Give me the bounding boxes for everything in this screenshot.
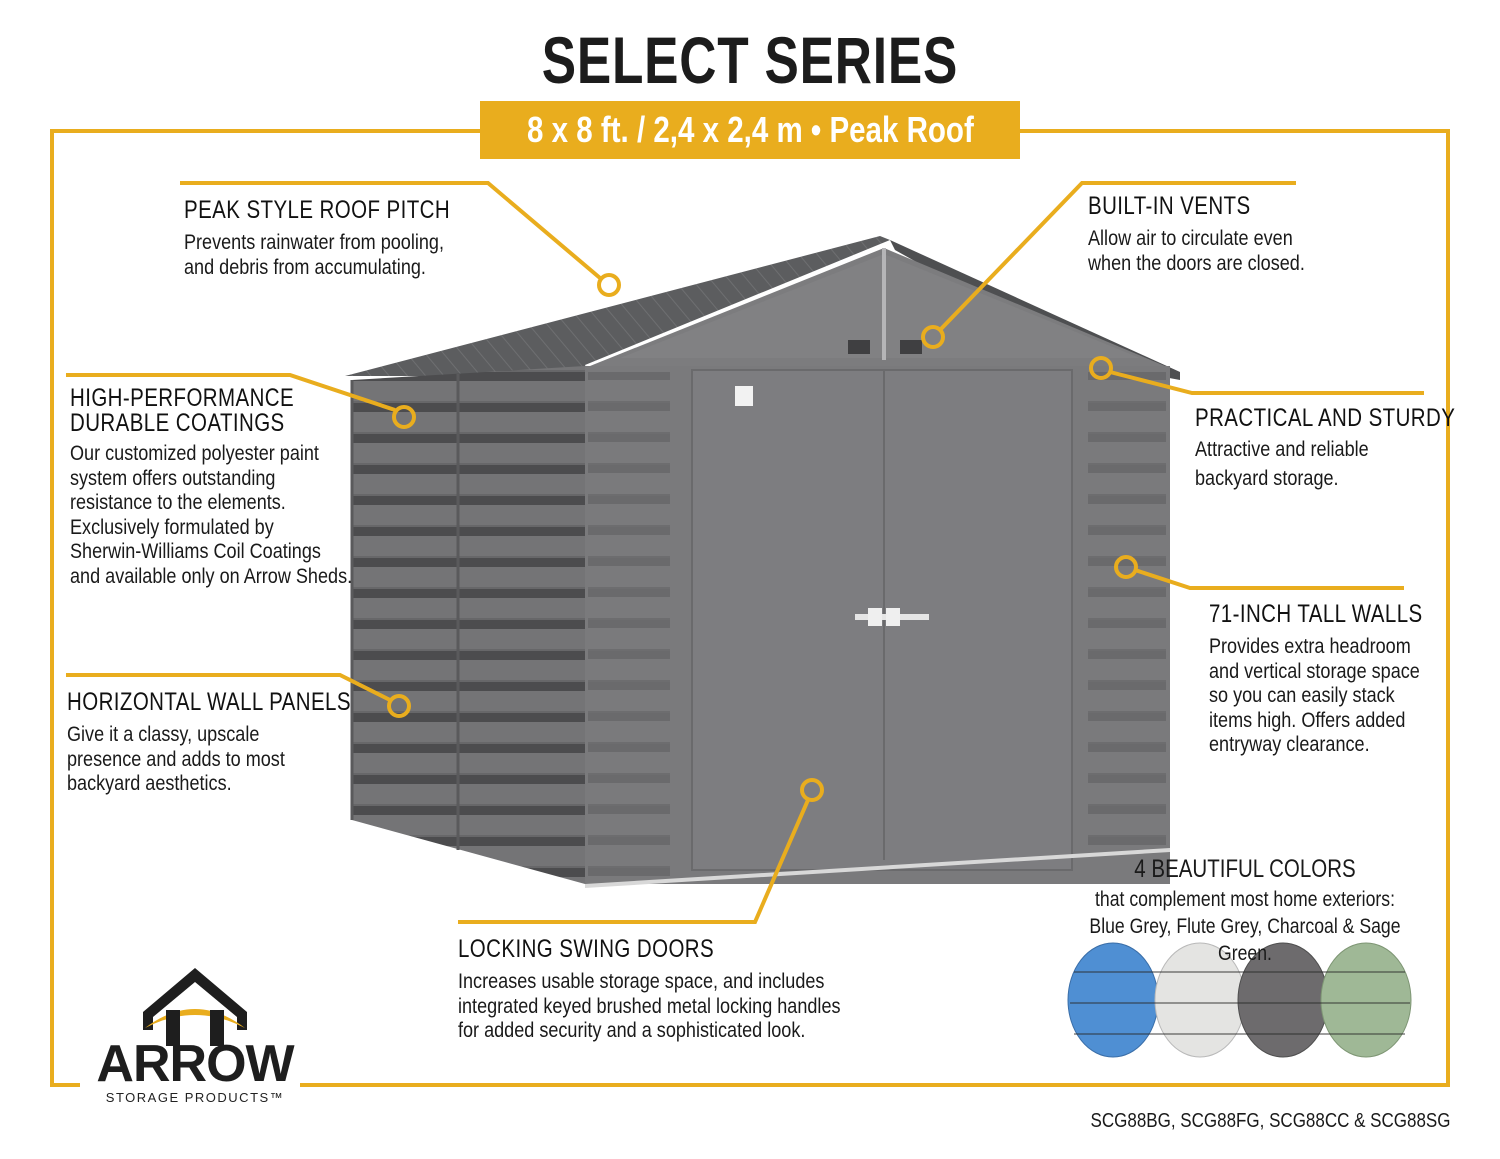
frame-top-left bbox=[50, 129, 480, 133]
roof bbox=[345, 236, 890, 376]
feature-text: Our customized polyester paint system of… bbox=[70, 442, 353, 588]
feature-text: Provides extra headroom and vertical sto… bbox=[1209, 635, 1420, 756]
frame-top-right bbox=[1020, 129, 1450, 133]
callout-line-coatings bbox=[66, 373, 396, 412]
feature-title: PEAK STYLE ROOF PITCH bbox=[184, 196, 451, 224]
arrow-logo-mark bbox=[143, 968, 247, 1046]
banner-text: 8 x 8 ft. / 2,4 x 2,4 m • Peak Roof bbox=[526, 109, 974, 150]
frame-left bbox=[50, 129, 54, 1085]
feature-walls: 71-INCH TALL WALLS Provides extra headro… bbox=[1209, 600, 1500, 758]
callout-dot-doors bbox=[800, 778, 824, 802]
callout-dot-coatings bbox=[392, 405, 416, 429]
feature-title: HORIZONTAL WALL PANELS bbox=[67, 688, 351, 716]
feature-title: PRACTICAL AND STURDY bbox=[1195, 404, 1456, 432]
feature-text: Attractive and reliable backyard storage… bbox=[1195, 438, 1369, 490]
model-codes: SCG88BG, SCG88FG, SCG88CC & SCG88SG bbox=[1090, 1110, 1450, 1132]
vent-right bbox=[900, 340, 922, 354]
feature-text: Prevents rainwater from pooling, and deb… bbox=[184, 231, 444, 279]
callout-dot-walls bbox=[1114, 555, 1138, 579]
color-options-subtitle: that complement most home exteriors: Blu… bbox=[1089, 888, 1401, 965]
feature-text: Increases usable storage space, and incl… bbox=[458, 970, 841, 1042]
color-swatches bbox=[1067, 942, 1412, 1058]
frame-bottom-left bbox=[50, 1083, 80, 1087]
arrow-logo: ARROW STORAGE PRODUCTS™ bbox=[80, 966, 310, 1116]
frame-right bbox=[1446, 129, 1450, 1085]
vent-left bbox=[848, 340, 870, 354]
color-options-title: 4 BEAUTIFUL COLORS bbox=[1134, 855, 1356, 883]
feature-panels: HORIZONTAL WALL PANELS Give it a classy,… bbox=[67, 688, 487, 797]
side-wall bbox=[352, 366, 585, 884]
callout-line-panels bbox=[66, 673, 391, 702]
callout-line-sturdy bbox=[1109, 370, 1424, 395]
feature-text: Allow air to circulate even when the doo… bbox=[1088, 227, 1305, 275]
feature-doors: LOCKING SWING DOORS Increases usable sto… bbox=[458, 935, 978, 1044]
title-text: SELECT SERIES bbox=[541, 23, 959, 97]
page-title: SELECT SERIES bbox=[0, 22, 1500, 98]
feature-title: LOCKING SWING DOORS bbox=[458, 935, 715, 963]
size-banner: 8 x 8 ft. / 2,4 x 2,4 m • Peak Roof bbox=[480, 101, 1020, 159]
arrow-badge bbox=[735, 386, 753, 406]
callout-line-doors bbox=[458, 799, 810, 924]
callout-dot-roof bbox=[597, 273, 621, 297]
color-options: 4 BEAUTIFUL COLORS that complement most … bbox=[1040, 855, 1450, 967]
logo-brand: ARROW bbox=[96, 1035, 294, 1093]
callout-dot-panels bbox=[387, 694, 411, 718]
callout-line-vents bbox=[938, 181, 1296, 332]
frame-bottom-right bbox=[300, 1083, 1450, 1087]
feature-text: Give it a classy, upscale presence and a… bbox=[67, 723, 285, 795]
callout-dot-sturdy bbox=[1089, 356, 1113, 380]
feature-title: 71-INCH TALL WALLS bbox=[1209, 600, 1423, 628]
feature-title: BUILT-IN VENTS bbox=[1088, 192, 1251, 220]
feature-sturdy: PRACTICAL AND STURDY Attractive and reli… bbox=[1195, 404, 1500, 493]
logo-tagline: STORAGE PRODUCTS™ bbox=[105, 1090, 285, 1105]
feature-coatings: HIGH-PERFORMANCE DURABLE COATINGS Our cu… bbox=[70, 386, 490, 589]
callout-line-roof bbox=[180, 181, 602, 280]
callout-line-walls bbox=[1134, 568, 1404, 590]
feature-title: HIGH-PERFORMANCE DURABLE COATINGS bbox=[70, 384, 295, 437]
callout-dot-vents bbox=[921, 325, 945, 349]
feature-roof: PEAK STYLE ROOF PITCH Prevents rainwater… bbox=[184, 196, 604, 280]
feature-vents: BUILT-IN VENTS Allow air to circulate ev… bbox=[1088, 192, 1500, 276]
